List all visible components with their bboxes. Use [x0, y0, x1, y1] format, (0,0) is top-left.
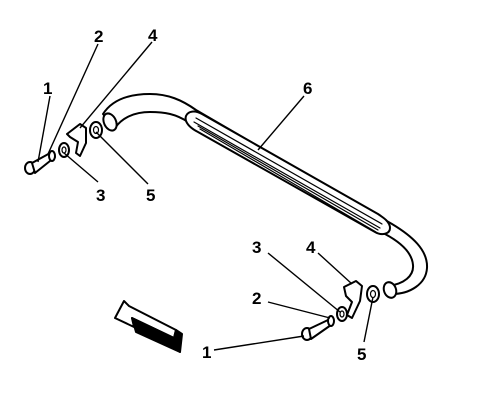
callout-left-4: 4 — [148, 26, 158, 45]
right-bracket — [343, 280, 363, 319]
callout-left-3: 3 — [96, 186, 105, 205]
left-lock-washer — [48, 150, 56, 162]
step-bar — [102, 93, 429, 299]
callout-right-1: 1 — [202, 343, 211, 362]
callout-labels: 1 2 3 4 5 6 1 2 3 4 5 — [43, 26, 366, 364]
left-spacer — [89, 121, 103, 139]
right-bolt — [301, 319, 332, 341]
callout-left-1: 1 — [43, 79, 52, 98]
leader-lines — [37, 41, 374, 351]
callout-right-4: 4 — [306, 238, 316, 257]
callout-right-2: 2 — [252, 289, 261, 308]
callout-bar-6: 6 — [303, 79, 312, 98]
right-flat-washer — [336, 306, 348, 322]
callout-right-3: 3 — [252, 238, 261, 257]
front-direction-arrow — [114, 300, 183, 353]
right-hardware — [301, 280, 380, 341]
callout-right-5: 5 — [357, 345, 366, 364]
right-spacer — [366, 285, 380, 303]
step-pad — [184, 110, 391, 236]
left-hardware — [24, 121, 103, 175]
callout-left-2: 2 — [94, 27, 103, 46]
left-flat-washer — [58, 142, 70, 158]
callout-left-5: 5 — [146, 186, 155, 205]
